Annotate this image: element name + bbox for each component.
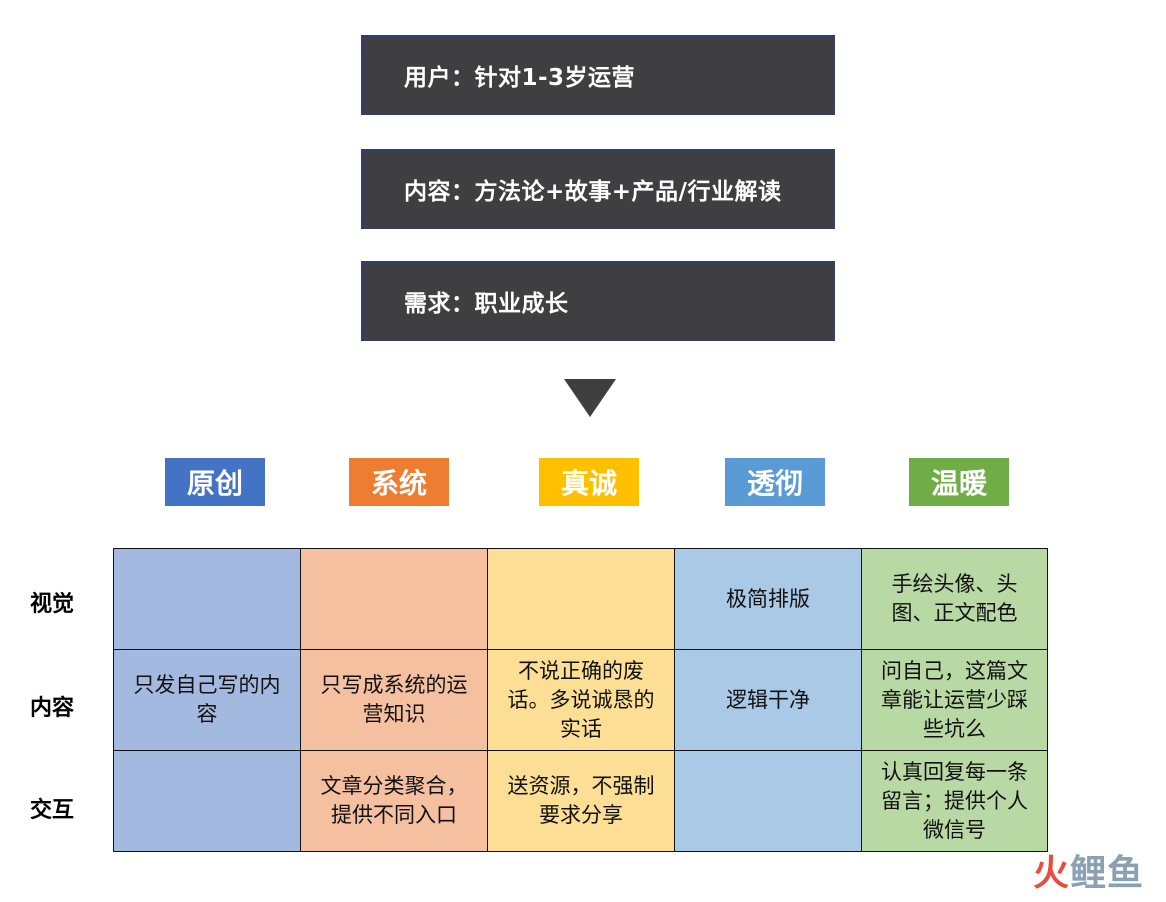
cell-visual-sincere xyxy=(487,548,675,650)
row-label-interaction: 交互 xyxy=(29,798,74,823)
value-label-system: 系统 xyxy=(349,458,449,506)
cell-content-system: 只写成系统的运营知识 xyxy=(300,649,488,751)
cell-interaction-original xyxy=(113,750,301,852)
value-label-text: 系统 xyxy=(370,467,427,500)
cell-interaction-thorough xyxy=(674,750,862,852)
user-box: 用户：针对1-3岁运营 xyxy=(361,35,835,115)
cell-content-warm: 问自己，这篇文章能让运营少踩些坑么 xyxy=(861,649,1048,751)
cell-content-sincere: 不说正确的废话。多说诚恳的实话 xyxy=(487,649,675,751)
logo-char-fish: 鱼 xyxy=(1106,853,1144,894)
down-arrow-icon xyxy=(564,379,616,417)
value-label-sincere: 真诚 xyxy=(539,458,639,506)
value-label-text: 原创 xyxy=(186,467,243,500)
cell-visual-warm: 手绘头像、头图、正文配色 xyxy=(861,548,1048,650)
cell-content-thorough: 逻辑干净 xyxy=(674,649,862,751)
value-label-text: 温暖 xyxy=(930,467,987,500)
cell-interaction-sincere: 送资源，不强制要求分享 xyxy=(487,750,675,852)
value-label-text: 真诚 xyxy=(560,467,617,500)
content-box-text: 内容：方法论+故事+产品/行业解读 xyxy=(404,179,782,205)
cell-visual-system xyxy=(300,548,488,650)
value-label-original: 原创 xyxy=(165,458,265,506)
content-box: 内容：方法论+故事+产品/行业解读 xyxy=(361,149,835,229)
logo-char-fire: 火 xyxy=(1032,853,1070,894)
cell-interaction-system: 文章分类聚合，提供不同入口 xyxy=(300,750,488,852)
cell-interaction-warm: 认真回复每一条留言；提供个人微信号 xyxy=(861,750,1048,852)
demand-box-text: 需求：职业成长 xyxy=(404,291,569,317)
demand-box: 需求：职业成长 xyxy=(361,261,835,341)
row-label-content: 内容 xyxy=(29,696,74,721)
value-label-warm: 温暖 xyxy=(909,458,1009,506)
logo-char-carp: 鲤 xyxy=(1069,853,1107,894)
cell-content-original: 只发自己写的内容 xyxy=(113,649,301,751)
cell-visual-original xyxy=(113,548,301,650)
watermark-logo: 火 鲤 鱼 xyxy=(1033,853,1144,896)
user-box-text: 用户：针对1-3岁运营 xyxy=(404,65,636,91)
row-label-visual: 视觉 xyxy=(29,592,74,617)
cell-visual-thorough: 极简排版 xyxy=(674,548,862,650)
value-label-thorough: 透彻 xyxy=(725,458,825,506)
value-label-text: 透彻 xyxy=(746,467,803,500)
